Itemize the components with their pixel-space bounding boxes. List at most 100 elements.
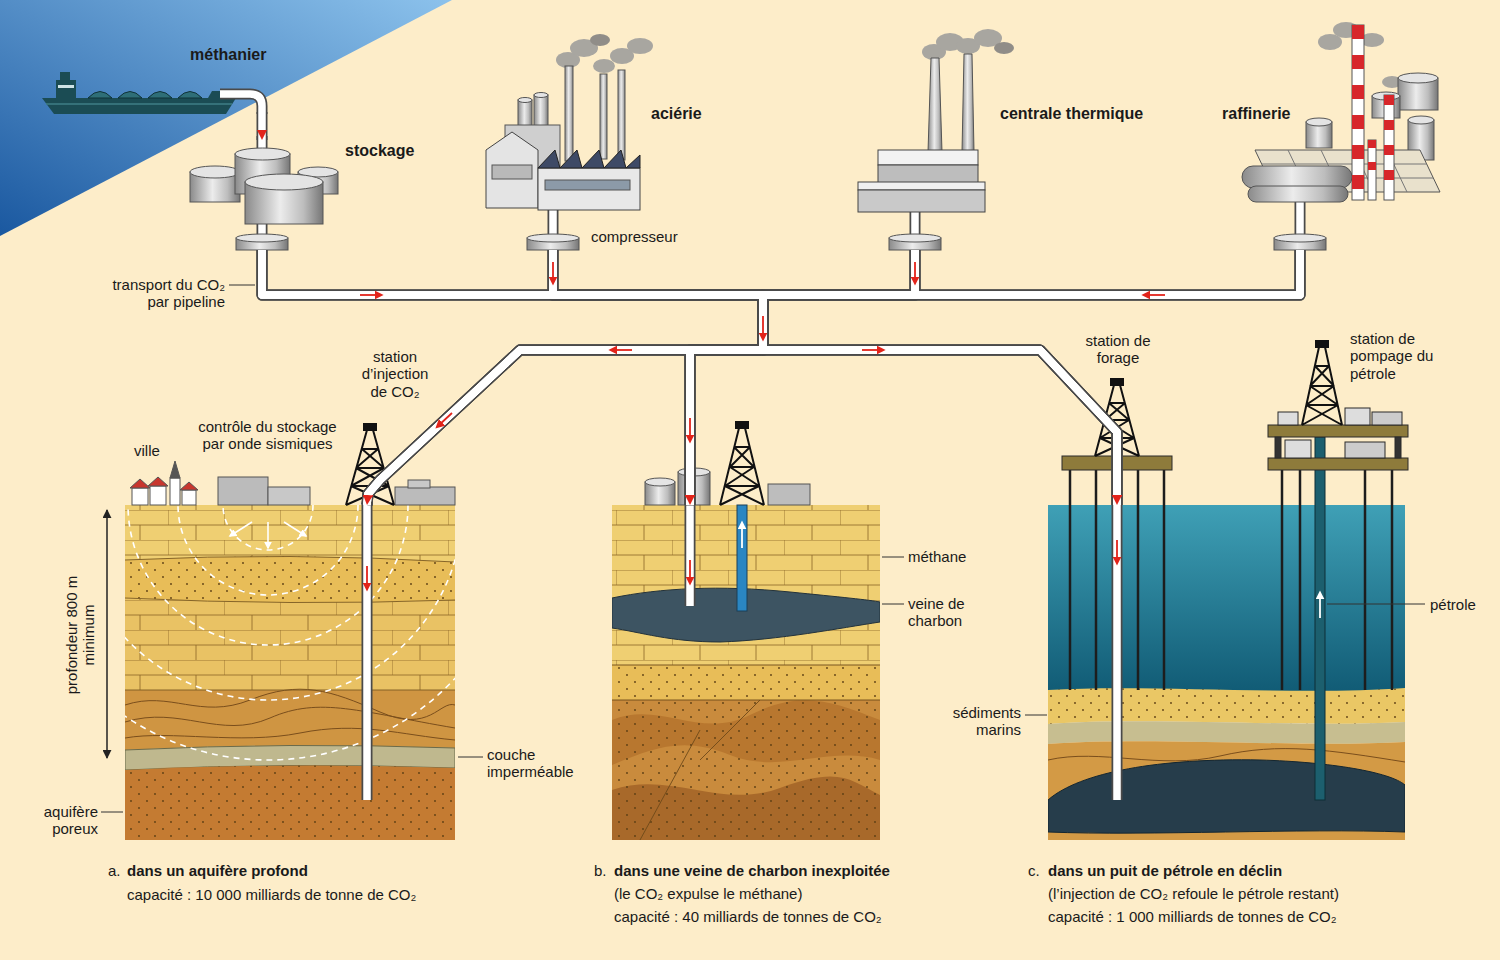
steelworks <box>545 180 630 190</box>
flow-arrow <box>438 413 452 426</box>
steelworks <box>534 93 548 98</box>
facility-label: méthanier <box>190 46 266 64</box>
annotation-label: couche imperméable <box>487 746 587 781</box>
leader-line <box>229 285 255 286</box>
steelworks <box>486 34 653 210</box>
panel-letter: c. <box>1028 862 1040 879</box>
town <box>148 477 168 486</box>
refinery <box>1352 25 1394 189</box>
refinery <box>1384 145 1394 155</box>
steelworks <box>618 70 625 160</box>
power-plant <box>994 42 1014 54</box>
well-pipe <box>362 505 373 800</box>
pipe-stub <box>220 94 1300 240</box>
platform-legs <box>1163 470 1166 690</box>
lng-carrier <box>56 80 76 98</box>
leader-line <box>882 557 904 558</box>
aquifer-cross-section <box>178 505 358 595</box>
leader-line <box>101 285 1425 812</box>
flow-arrow <box>1145 294 1165 296</box>
power-plant <box>928 58 942 152</box>
well-pipe <box>686 505 694 606</box>
aquifer-cross-section <box>125 556 455 690</box>
plant-area: centrale thermique <box>855 40 1148 250</box>
aquifer-cross-section <box>125 505 455 700</box>
power-plant <box>962 54 974 152</box>
derrick <box>1111 379 1123 385</box>
drilling-platform <box>1285 440 1311 458</box>
annotation-label: station de forage <box>1075 332 1161 367</box>
panel-note: capacité : 1 000 milliards de tonnes de … <box>1048 908 1336 925</box>
flow-arrow <box>689 418 691 440</box>
town <box>268 487 310 505</box>
town <box>132 488 148 505</box>
flow-arrow <box>914 262 916 282</box>
compressor <box>236 234 1326 250</box>
pipeline-connector <box>763 250 1300 505</box>
storage-tanks <box>190 148 338 224</box>
surface-tanks <box>768 484 810 505</box>
pipeline-outline-group <box>262 112 1300 505</box>
coal-seam-cross-section <box>612 665 880 700</box>
offshore-cross-section <box>1048 741 1405 840</box>
coal-seam-cross-section <box>612 505 880 840</box>
panel-letter: a. <box>108 862 121 879</box>
flow-arrow <box>360 262 1165 588</box>
annotation-label: sédiments marins <box>945 704 1021 739</box>
steelworks <box>538 168 640 210</box>
pipeline-core <box>690 250 1300 505</box>
power-plant <box>858 54 985 212</box>
derrick <box>1302 347 1342 425</box>
refinery <box>1384 95 1394 200</box>
panel-note: (l’injection de CO₂ refoule le pétrole r… <box>1048 885 1339 902</box>
well-pipe <box>1112 505 1123 800</box>
refinery <box>1368 140 1376 200</box>
lng-carrier <box>88 92 202 99</box>
aquifer-cross-section <box>125 505 455 561</box>
drilling-platform <box>1372 412 1402 425</box>
refinery <box>1384 170 1394 180</box>
refinery <box>1352 115 1364 129</box>
steelworks <box>590 34 610 46</box>
aquifer-cross-section <box>125 505 455 760</box>
flow-arrow <box>1116 540 1118 562</box>
pipeline-connector <box>553 250 763 505</box>
refinery <box>1352 25 1364 200</box>
pipeline-core <box>553 250 763 505</box>
annotation-label: station de pompage du pétrole <box>1350 330 1440 382</box>
town <box>150 486 166 505</box>
coal-seam-cross-section <box>612 700 880 840</box>
power-plant <box>878 150 978 165</box>
facility-label: centrale thermique <box>1000 105 1143 123</box>
facility-label: raffinerie <box>1222 105 1290 123</box>
aquifer-cross-section <box>125 556 455 602</box>
aquifer-cross-section <box>125 505 455 760</box>
town <box>170 461 180 478</box>
ship-area: méthanier <box>40 40 272 112</box>
sea-background <box>0 0 452 236</box>
flow-arrow <box>360 294 380 296</box>
refinery <box>1384 95 1394 105</box>
refinery <box>1352 145 1364 159</box>
offshore-cross-section <box>1048 505 1405 695</box>
annotation-label: transport du CO₂ par pipeline <box>100 276 225 311</box>
annotation-label: méthane <box>908 548 966 565</box>
aquifer-cross-section <box>230 522 252 536</box>
aquifer-cross-section <box>125 765 455 840</box>
power-plant <box>858 190 985 212</box>
refinery <box>1368 162 1376 170</box>
pipeline-core <box>690 250 915 505</box>
depth-bracket <box>106 510 108 758</box>
pipeline-core <box>553 250 1117 505</box>
derrick <box>720 428 764 505</box>
facility-label: aciérie <box>651 105 702 123</box>
depth-bracket <box>106 510 108 758</box>
town <box>395 487 455 505</box>
flow-arrow <box>612 349 632 351</box>
offshore-cross-section <box>1048 688 1405 724</box>
pipeline-connector <box>367 250 915 505</box>
refinery <box>1352 85 1364 99</box>
pipeline-core <box>367 250 1300 505</box>
